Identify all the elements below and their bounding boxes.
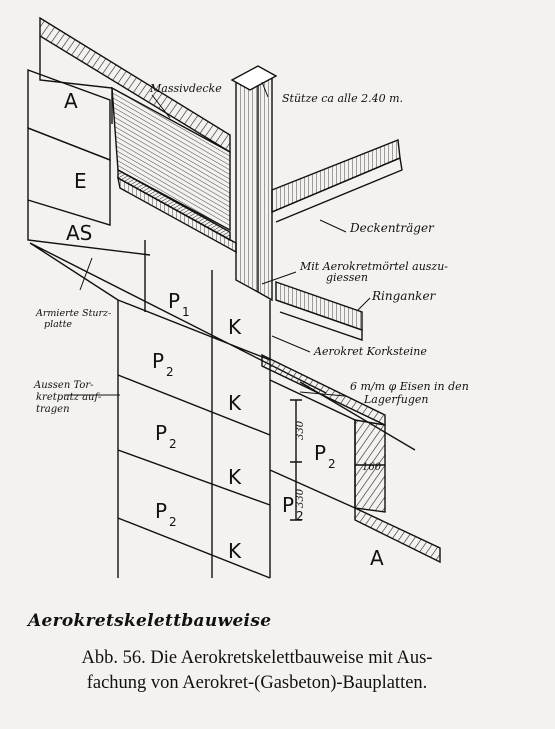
annotation-sturz-1: Armierte Sturz- (35, 308, 111, 319)
panel-label-p2-b-sub: 2 (169, 437, 177, 451)
leader-lines (65, 81, 371, 397)
panel-label-p2-right-sub: 2 (328, 457, 336, 471)
massivdecke-slab (111, 86, 231, 232)
panel-label-p1: P (168, 289, 180, 313)
panel-label-p2-a: P (152, 349, 164, 373)
figure-title: Aerokretskelettbauweise (28, 611, 272, 631)
annotation-korksteine: Aerokret Korksteine (313, 345, 427, 358)
slab-edge-left (39, 36, 113, 124)
construction-drawing: A E AS P 1 P 2 P 2 P 2 P 2 P 2 K K K K A… (27, 16, 469, 579)
ringanker-beam (275, 281, 363, 331)
annotation-sturz-2: platte (44, 319, 72, 330)
annotation-eisen-2: Lagerfugen (363, 393, 428, 406)
panel-label-as: AS (66, 221, 92, 245)
steel-column (235, 69, 273, 302)
annotation-moertel-2: giessen (326, 271, 368, 284)
annotation-putz-3: tragen (36, 404, 70, 415)
panel-label-p2-c-sub: 2 (169, 515, 177, 529)
panel-label-p2-lower: P (282, 493, 294, 517)
dimension-160: 160 (362, 462, 382, 473)
annotation-ringanker: Ringanker (371, 289, 437, 303)
panel-label-p2-lower-sub: 2 (296, 509, 304, 523)
column-cap (230, 65, 278, 91)
panel-label-k-3: K (228, 465, 242, 489)
panel-label-p1-sub: 1 (182, 305, 190, 319)
panel-label-p2-right: P (314, 441, 326, 465)
panel-as (27, 200, 151, 256)
infill-grid (29, 240, 327, 579)
right-wall-end (354, 419, 386, 513)
panel-label-p2-a-sub: 2 (166, 365, 174, 379)
annotation-moertel-1: Mit Aerokretmörtel auszu- (299, 260, 448, 273)
dimension-330-upper: 330 (295, 420, 306, 440)
panel-label-k-2: K (228, 391, 242, 415)
annotation-eisen-1: 6 m/m φ Eisen in den (350, 380, 469, 393)
annotation-putz-2: kretputz auf- (36, 392, 102, 403)
panel-label-p2-c: P (155, 499, 167, 523)
caption-line-2: fachung von Aerokret-(Gasbeton)-Bauplatt… (86, 673, 428, 693)
figure-caption: Abb. 56. Die Aerokretskelettbauweise mit… (22, 646, 492, 696)
panel-label-a-bottom: A (370, 546, 384, 570)
annotation-massivdecke: Massivdecke (149, 82, 222, 95)
deckentraeger-beam (271, 139, 401, 214)
panel-label-a-top: A (64, 89, 78, 113)
caption-line-1: Abb. 56. Die Aerokretskelettbauweise mit… (81, 648, 433, 668)
annotation-deckentraeger: Deckenträger (349, 221, 435, 235)
panel-label-p2-b: P (155, 421, 167, 445)
annotation-putz-1: Aussen Tor- (33, 380, 94, 391)
dimension-lines (290, 399, 385, 521)
panel-label-k-1: K (228, 315, 242, 339)
bottom-wall-band (354, 506, 441, 564)
dimension-330-lower: 330 (295, 488, 306, 508)
annotation-stuetze: Stütze ca alle 2.40 m. (282, 92, 403, 105)
panel-label-k-4: K (228, 539, 242, 563)
panel-e (27, 126, 111, 226)
panel-label-e: E (74, 169, 87, 193)
